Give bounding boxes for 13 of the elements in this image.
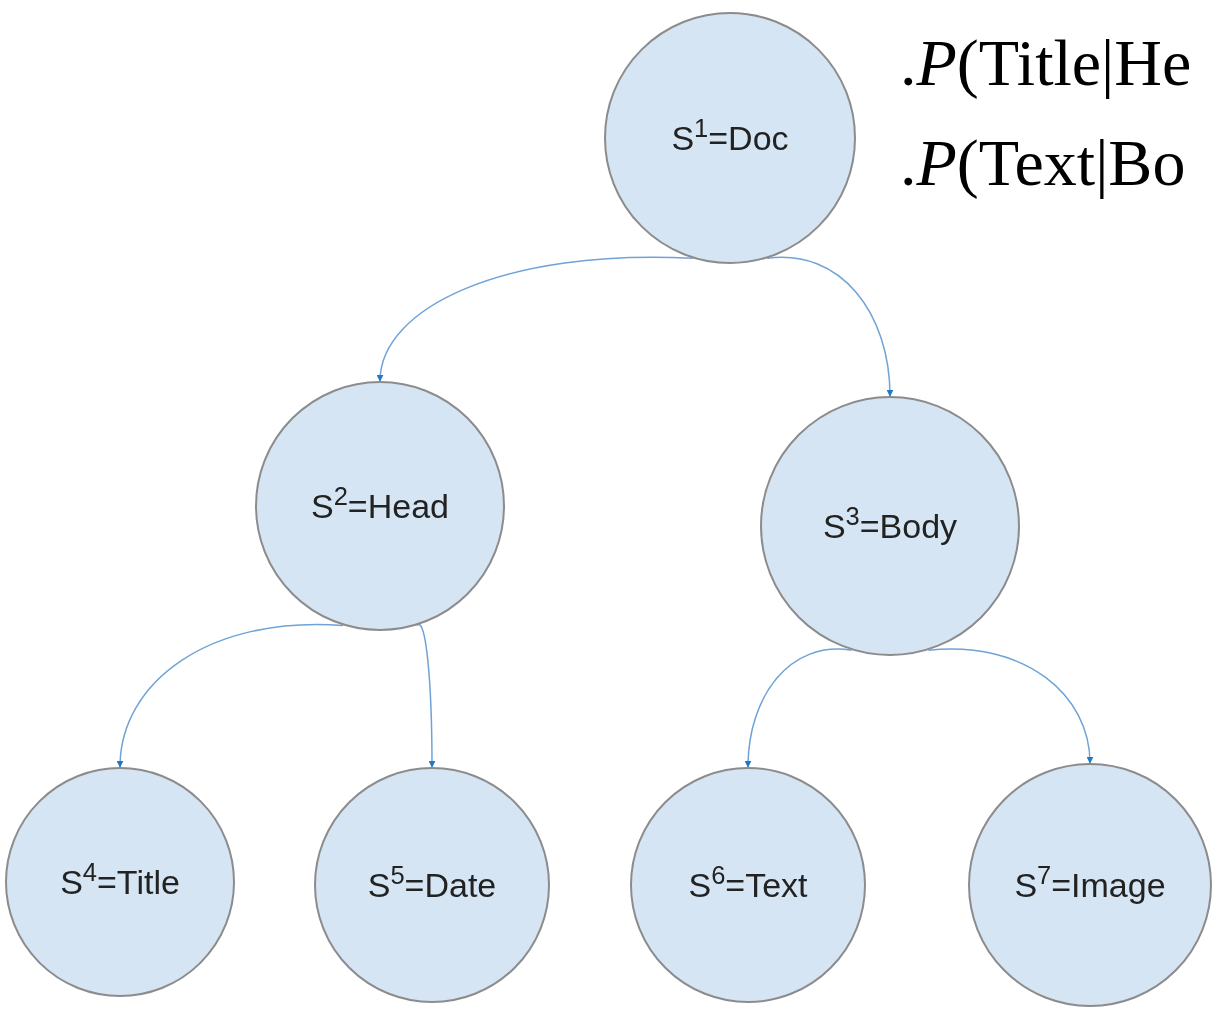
state-label: S$^{2}$=Head	[311, 480, 449, 527]
state-label: S$^{5}$=Date	[367, 859, 497, 906]
arrow	[117, 623, 344, 768]
arrow	[377, 256, 694, 382]
state-label: S$^{6}$=Text	[688, 859, 808, 906]
state-label: S$^{7}$=Image	[1014, 859, 1166, 906]
arrow	[927, 648, 1093, 764]
state-label: S$^{3}$=Body	[822, 500, 958, 547]
state-label: S$^{1}$=Doc	[671, 112, 789, 159]
arrow	[416, 623, 436, 768]
arrow	[744, 648, 853, 768]
arrow	[766, 256, 894, 397]
state-label: S$^{4}$=Title	[60, 856, 180, 903]
